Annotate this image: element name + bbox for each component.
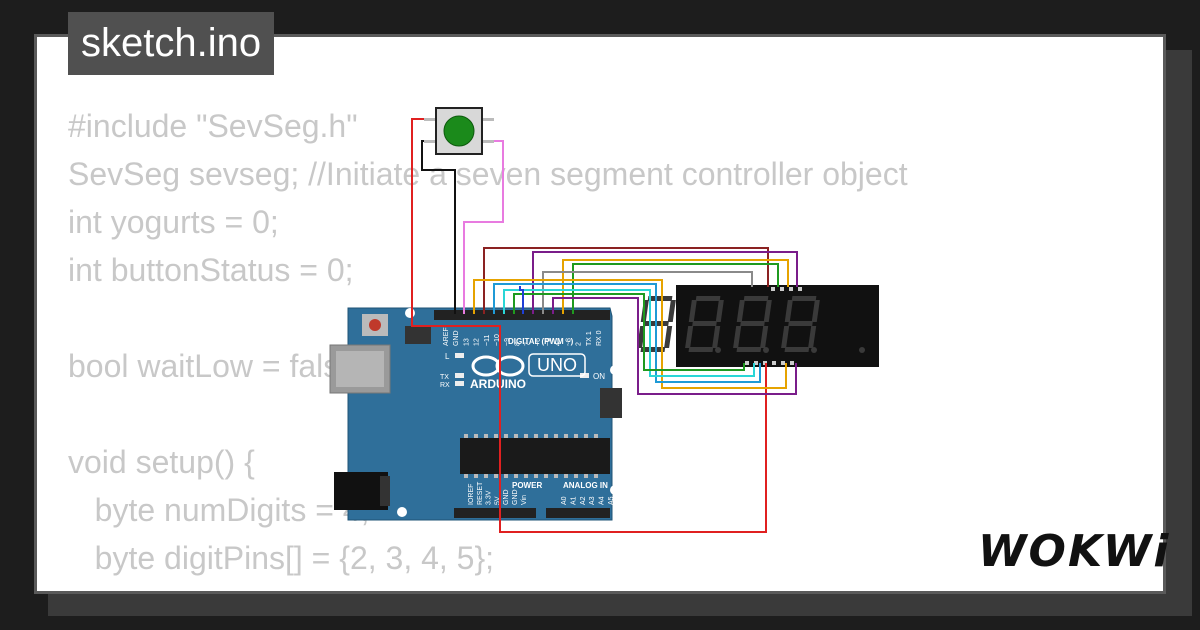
code-line: int yogurts = 0; [68, 204, 279, 240]
pin-label: ~9 [504, 338, 511, 346]
code-line: int buttonStatus = 0; [68, 252, 354, 288]
code-background: #include "SevSeg.h" SevSeg sevseg; //Init… [68, 102, 908, 591]
display-segment [695, 296, 721, 301]
pin-label: A2 [580, 496, 587, 505]
pin-label: AREF [443, 327, 450, 346]
display-segment [667, 300, 676, 322]
on-led-label: ON [593, 372, 605, 381]
seven-segment-display[interactable] [637, 285, 879, 367]
arduino-uno-board[interactable]: UNO ARDUINO DIGITAL (PWM ~) POWER ANALOG… [329, 307, 622, 521]
display-segment [763, 300, 772, 322]
code-viewport: #include "SevSeg.h" SevSeg sevseg; //Init… [37, 37, 1163, 591]
pin-label: A4 [599, 496, 606, 505]
analog-header-label: ANALOG IN [563, 481, 608, 490]
tx-led-label: TX [440, 374, 449, 381]
display-segment [715, 300, 724, 322]
pin-label: ~3 [565, 338, 572, 346]
pin-label: ~6 [535, 338, 542, 346]
display-segment [784, 347, 810, 352]
display-segment [743, 296, 769, 301]
pin-label: 12 [474, 338, 481, 346]
code-line: byte segmentPins[] = {6, 7, 8, 9, 10, 11… [68, 582, 908, 591]
display-segment [781, 326, 790, 348]
board-model-label: UNO [537, 355, 577, 375]
code-line: void setup() { [68, 444, 255, 480]
wires [411, 118, 798, 533]
pin-label: A1 [570, 496, 577, 505]
display-segment [808, 326, 817, 348]
code-line: #include "SevSeg.h" [68, 108, 358, 144]
code-line: SevSeg sevseg; //Initiate a seven segmen… [68, 156, 908, 192]
pin-label: 2 [576, 342, 583, 346]
display-segment [736, 347, 762, 352]
pin-label: RESET [477, 481, 484, 505]
pin-label: ~5 [545, 338, 552, 346]
pin-label: IOREF [468, 484, 475, 505]
power-header-label: POWER [512, 481, 542, 490]
push-button[interactable] [424, 107, 494, 155]
pin-label: ~10 [494, 334, 501, 346]
pin-label: A5 [608, 496, 615, 505]
display-segment [712, 326, 721, 348]
wokwi-logo: WOKWi [978, 526, 1171, 577]
pin-label: GND [512, 489, 519, 505]
display-segment [784, 300, 793, 322]
display-decimal-point [763, 347, 769, 353]
pin-label: 13 [463, 338, 470, 346]
display-decimal-point [859, 347, 865, 353]
pin-label: TX 1 [586, 331, 593, 346]
pin-label: A0 [561, 496, 568, 505]
display-segment [685, 326, 694, 348]
pin-label: RX 0 [596, 330, 603, 346]
display-segment [811, 300, 820, 322]
display-decimal-point [811, 347, 817, 353]
display-segment [692, 321, 717, 326]
display-segment [740, 321, 765, 326]
display-decimal-point [715, 347, 721, 353]
display-segment [664, 326, 673, 348]
pin-label: 8 [514, 342, 521, 346]
code-line: bool waitLow = false; [68, 348, 366, 384]
display-segment [688, 300, 697, 322]
pin-label: Vin [521, 495, 528, 505]
code-line: byte digitPins[] = {2, 3, 4, 5}; [68, 540, 495, 576]
display-segment [791, 296, 817, 301]
display-segment [647, 296, 673, 301]
pin-label: GND [453, 330, 460, 346]
digital-header-label: DIGITAL (PWM ~) [508, 337, 574, 346]
display-segment [788, 321, 813, 326]
display-segment [733, 326, 742, 348]
display-segment [688, 347, 714, 352]
pin-label: 4 [555, 342, 562, 346]
pin-label: ~11 [484, 335, 491, 346]
pin-label: 5V [494, 496, 501, 505]
display-segment [640, 347, 666, 352]
display-segment [736, 300, 745, 322]
sketch-title: sketch.ino [68, 12, 275, 75]
pin-label: A3 [589, 496, 596, 505]
pin-label: 3.3V [486, 490, 493, 505]
rx-led-label: RX [440, 382, 450, 389]
pin-label: GND [503, 489, 510, 505]
l-led-label: L [445, 352, 450, 361]
display-segment [760, 326, 769, 348]
board-brand-label: ARDUINO [470, 377, 526, 391]
pin-label: 7 [525, 342, 532, 346]
